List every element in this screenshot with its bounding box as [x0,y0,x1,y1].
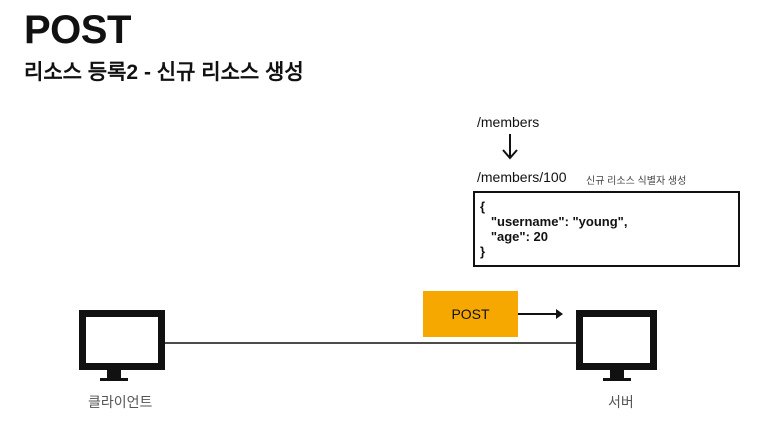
json-line: "username": "young", [480,214,628,229]
new-resource-path-label: /members/100 [477,169,567,185]
client-label: 클라이언트 [88,394,153,410]
request-arrow-icon [518,309,563,319]
page-subtitle: 리소스 등록2 - 신규 리소스 생성 [24,61,304,84]
page-title: POST [24,8,131,52]
request-body-box: { "username": "young", "age": 20 } [473,191,740,267]
json-line: "age": 20 [480,229,548,244]
server-monitor-icon [576,310,657,381]
post-request-box: POST [423,291,518,337]
collection-path-label: /members [477,114,540,130]
identifier-note: 신규 리소스 식별자 생성 [586,176,687,187]
client-monitor-icon [79,310,165,381]
json-line: } [480,244,486,259]
down-arrow-icon [502,134,518,160]
server-label: 서버 [608,394,634,410]
json-line: { [480,199,486,214]
